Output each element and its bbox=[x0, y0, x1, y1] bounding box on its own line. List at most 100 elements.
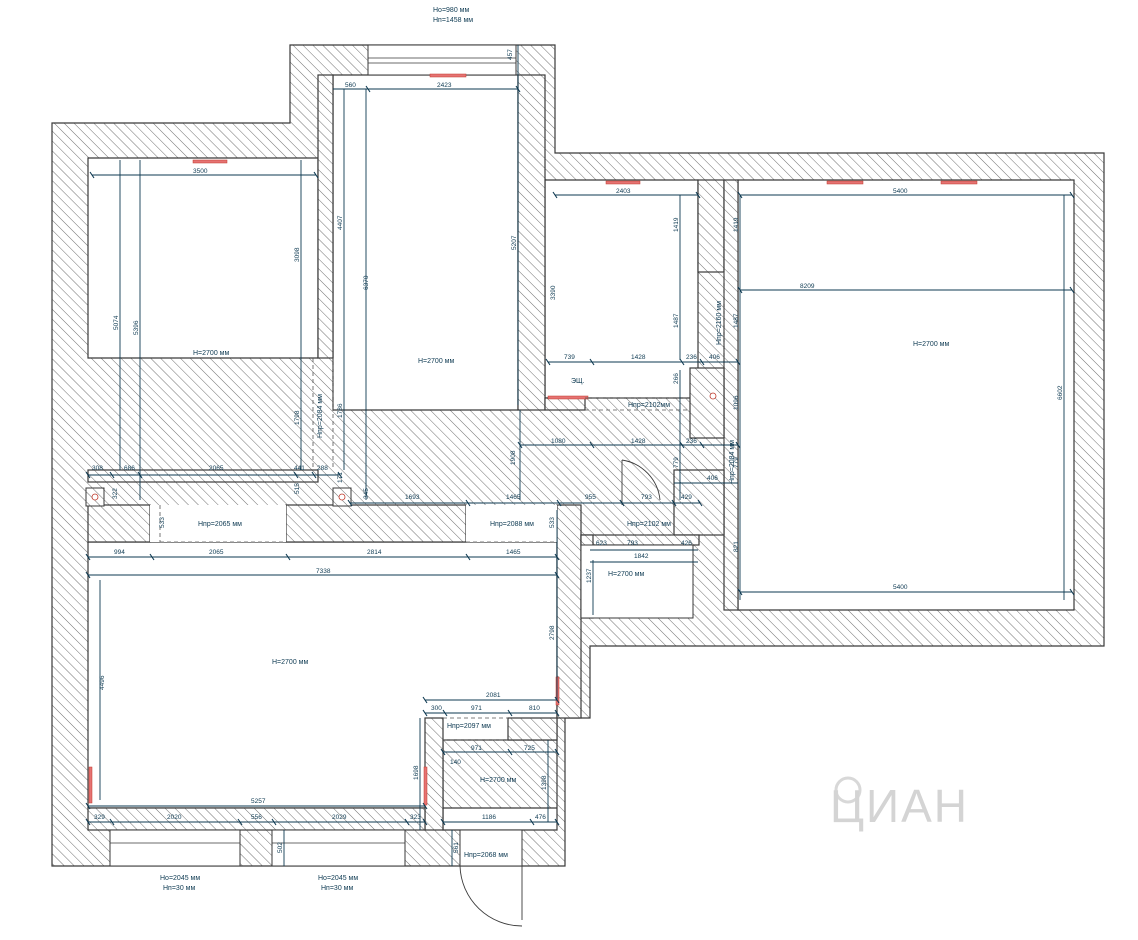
partition-bath-left bbox=[424, 717, 444, 831]
dim-779a: 779 bbox=[673, 457, 680, 468]
opening-living-b bbox=[466, 505, 557, 542]
dim-6370: 6370 bbox=[363, 275, 370, 290]
partition-living-right bbox=[556, 504, 582, 719]
room-height-living: Н=2700 мм bbox=[272, 659, 308, 666]
dim-308: 308 bbox=[92, 465, 103, 472]
opening-top-sill: Нп=1458 мм bbox=[433, 17, 473, 24]
dim-441: 441 bbox=[294, 465, 305, 472]
partition-living-bottom bbox=[87, 807, 426, 831]
dim-1080: 1080 bbox=[551, 438, 566, 445]
watermark: ЦИАН bbox=[830, 780, 969, 832]
dim-5396: 5396 bbox=[133, 320, 140, 335]
dim-2423: 2423 bbox=[437, 82, 452, 89]
dim-502: 502 bbox=[277, 842, 284, 853]
opening-bm-sill: Нп=30 мм bbox=[321, 885, 353, 892]
dimension-lines bbox=[88, 45, 1072, 866]
dim-1419b: 1419 bbox=[733, 217, 740, 232]
partition-storage-top bbox=[673, 469, 725, 536]
dim-1786: 1786 bbox=[337, 403, 344, 418]
openings bbox=[109, 44, 694, 867]
dim-533b: 533 bbox=[549, 517, 556, 528]
partition-cab bbox=[544, 397, 586, 411]
opening-top-height: Но=980 мм bbox=[433, 7, 469, 14]
room-height-storage: Н=2700 мм bbox=[608, 571, 644, 578]
door-height-2084-b: Нпр=2084 мм bbox=[729, 440, 736, 484]
dim-8209: 8209 bbox=[800, 283, 815, 290]
door-height-2084-a: Нпр=2084 мм bbox=[317, 394, 324, 438]
dim-971a: 971 bbox=[471, 705, 482, 712]
partition-living-a bbox=[87, 504, 151, 543]
partition-bed-bottom bbox=[87, 469, 319, 483]
dim-1398: 1398 bbox=[541, 775, 548, 790]
dim-5207: 5207 bbox=[511, 235, 518, 250]
partition-corridor-right bbox=[517, 74, 546, 411]
dim-779b: 779 bbox=[733, 457, 740, 468]
door-height-2088: Нпр=2088 мм bbox=[490, 521, 534, 528]
dim-7338: 7338 bbox=[316, 568, 331, 575]
dim-323: 323 bbox=[410, 814, 421, 821]
dim-739: 739 bbox=[564, 354, 575, 361]
dim-1798: 1798 bbox=[294, 410, 301, 425]
dim-971b: 971 bbox=[471, 745, 482, 752]
dim-236a: 236 bbox=[686, 354, 697, 361]
dim-2403: 2403 bbox=[616, 188, 631, 195]
dim-2029: 2029 bbox=[332, 814, 347, 821]
dim-1698: 1698 bbox=[413, 765, 420, 780]
window-bottom-left bbox=[109, 829, 241, 867]
dim-955: 955 bbox=[585, 494, 596, 501]
dim-793a: 793 bbox=[641, 494, 652, 501]
dim-2814: 2814 bbox=[367, 549, 382, 556]
dim-1842: 1842 bbox=[634, 553, 649, 560]
riser-icon bbox=[338, 493, 346, 501]
dim-476: 476 bbox=[535, 814, 546, 821]
dim-171: 171 bbox=[337, 472, 344, 483]
dim-1186: 1186 bbox=[482, 814, 496, 821]
dim-300: 300 bbox=[431, 705, 442, 712]
dim-1465b: 1465 bbox=[506, 549, 521, 556]
dim-1096: 1096 bbox=[733, 395, 740, 410]
dim-686: 686 bbox=[124, 465, 135, 472]
dim-266: 266 bbox=[673, 373, 680, 384]
dim-1487b: 1487 bbox=[733, 313, 740, 328]
partition-pillar-top bbox=[697, 179, 725, 273]
opening-bl-height: Но=2045 мм bbox=[160, 875, 200, 882]
dim-1428a: 1428 bbox=[631, 354, 646, 361]
riser-icon bbox=[709, 392, 717, 400]
door-height-2102-b: Нпр=2102 мм bbox=[627, 521, 671, 528]
dim-556: 556 bbox=[251, 814, 262, 821]
dim-329: 329 bbox=[94, 814, 105, 821]
dim-1237: 1237 bbox=[586, 568, 593, 583]
partition-living-b bbox=[285, 504, 467, 543]
dim-821: 821 bbox=[733, 541, 740, 552]
dim-2065b: 2065 bbox=[209, 549, 224, 556]
dim-1693: 1693 bbox=[405, 494, 420, 501]
dim-2065: 2065 bbox=[209, 465, 224, 472]
opening-living-a bbox=[150, 505, 286, 542]
room-height-bedroom: Н=2700 мм bbox=[193, 350, 229, 357]
room-height-right: Н=2700 мм bbox=[913, 341, 949, 348]
dim-426: 426 bbox=[681, 540, 692, 547]
dim-5400b: 5400 bbox=[893, 584, 908, 591]
dim-457: 457 bbox=[507, 49, 514, 60]
dim-1465: 1465 bbox=[506, 494, 521, 501]
door-openings bbox=[159, 272, 725, 741]
dim-810: 810 bbox=[529, 705, 540, 712]
dim-1419a: 1419 bbox=[673, 217, 680, 232]
cabinet-label: ЭЩ. bbox=[571, 378, 585, 385]
dim-623: 623 bbox=[596, 540, 607, 547]
dim-2020: 2020 bbox=[167, 814, 182, 821]
partition-bed-corridor bbox=[317, 74, 334, 359]
dim-5400a: 5400 bbox=[893, 188, 908, 195]
dim-236b: 236 bbox=[686, 438, 697, 445]
dim-322: 322 bbox=[112, 488, 119, 499]
dim-5074: 5074 bbox=[113, 315, 120, 330]
dim-3390: 3390 bbox=[550, 285, 557, 300]
door-height-2065: Нпр=2065 мм bbox=[198, 521, 242, 528]
walls bbox=[51, 44, 1105, 867]
dim-560: 560 bbox=[345, 82, 356, 89]
dim-288: 288 bbox=[317, 465, 328, 472]
dim-2081: 2081 bbox=[486, 692, 501, 699]
dim-140: 140 bbox=[450, 759, 461, 766]
door-bath-outer bbox=[459, 829, 523, 867]
